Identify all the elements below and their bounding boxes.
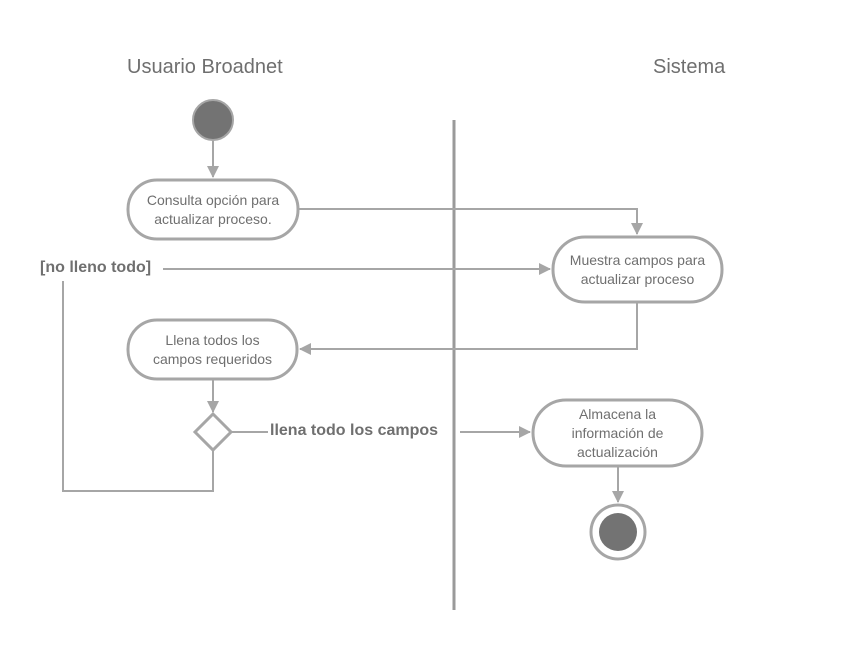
action-muestra-label: Muestra campos para actualizar proceso (569, 251, 706, 287)
guard-no-lleno-todo: [no lleno todo] (40, 259, 152, 276)
action-almacena-shape (531, 398, 704, 468)
decision-node (192, 411, 234, 453)
lane-title-sistema: Sistema (653, 56, 726, 78)
flow-decision-loop-back (62, 281, 214, 492)
guard-llena-todo: llena todo los campos (270, 422, 439, 439)
flow-consulta-to-muestra (298, 208, 643, 235)
final-node-inner (599, 513, 637, 551)
initial-node (192, 99, 234, 141)
action-llena-shape (126, 318, 299, 381)
action-consulta-label: Consulta opción para actualizar proceso. (146, 191, 280, 227)
action-muestra-shape (551, 235, 724, 304)
lane-title-usuario: Usuario Broadnet (127, 56, 283, 78)
flow-muestra-to-llena (299, 303, 638, 355)
action-almacena-label: Almacena la información de actualización (571, 405, 664, 460)
action-llena-label: Llena todos los campos requeridos (152, 331, 273, 367)
